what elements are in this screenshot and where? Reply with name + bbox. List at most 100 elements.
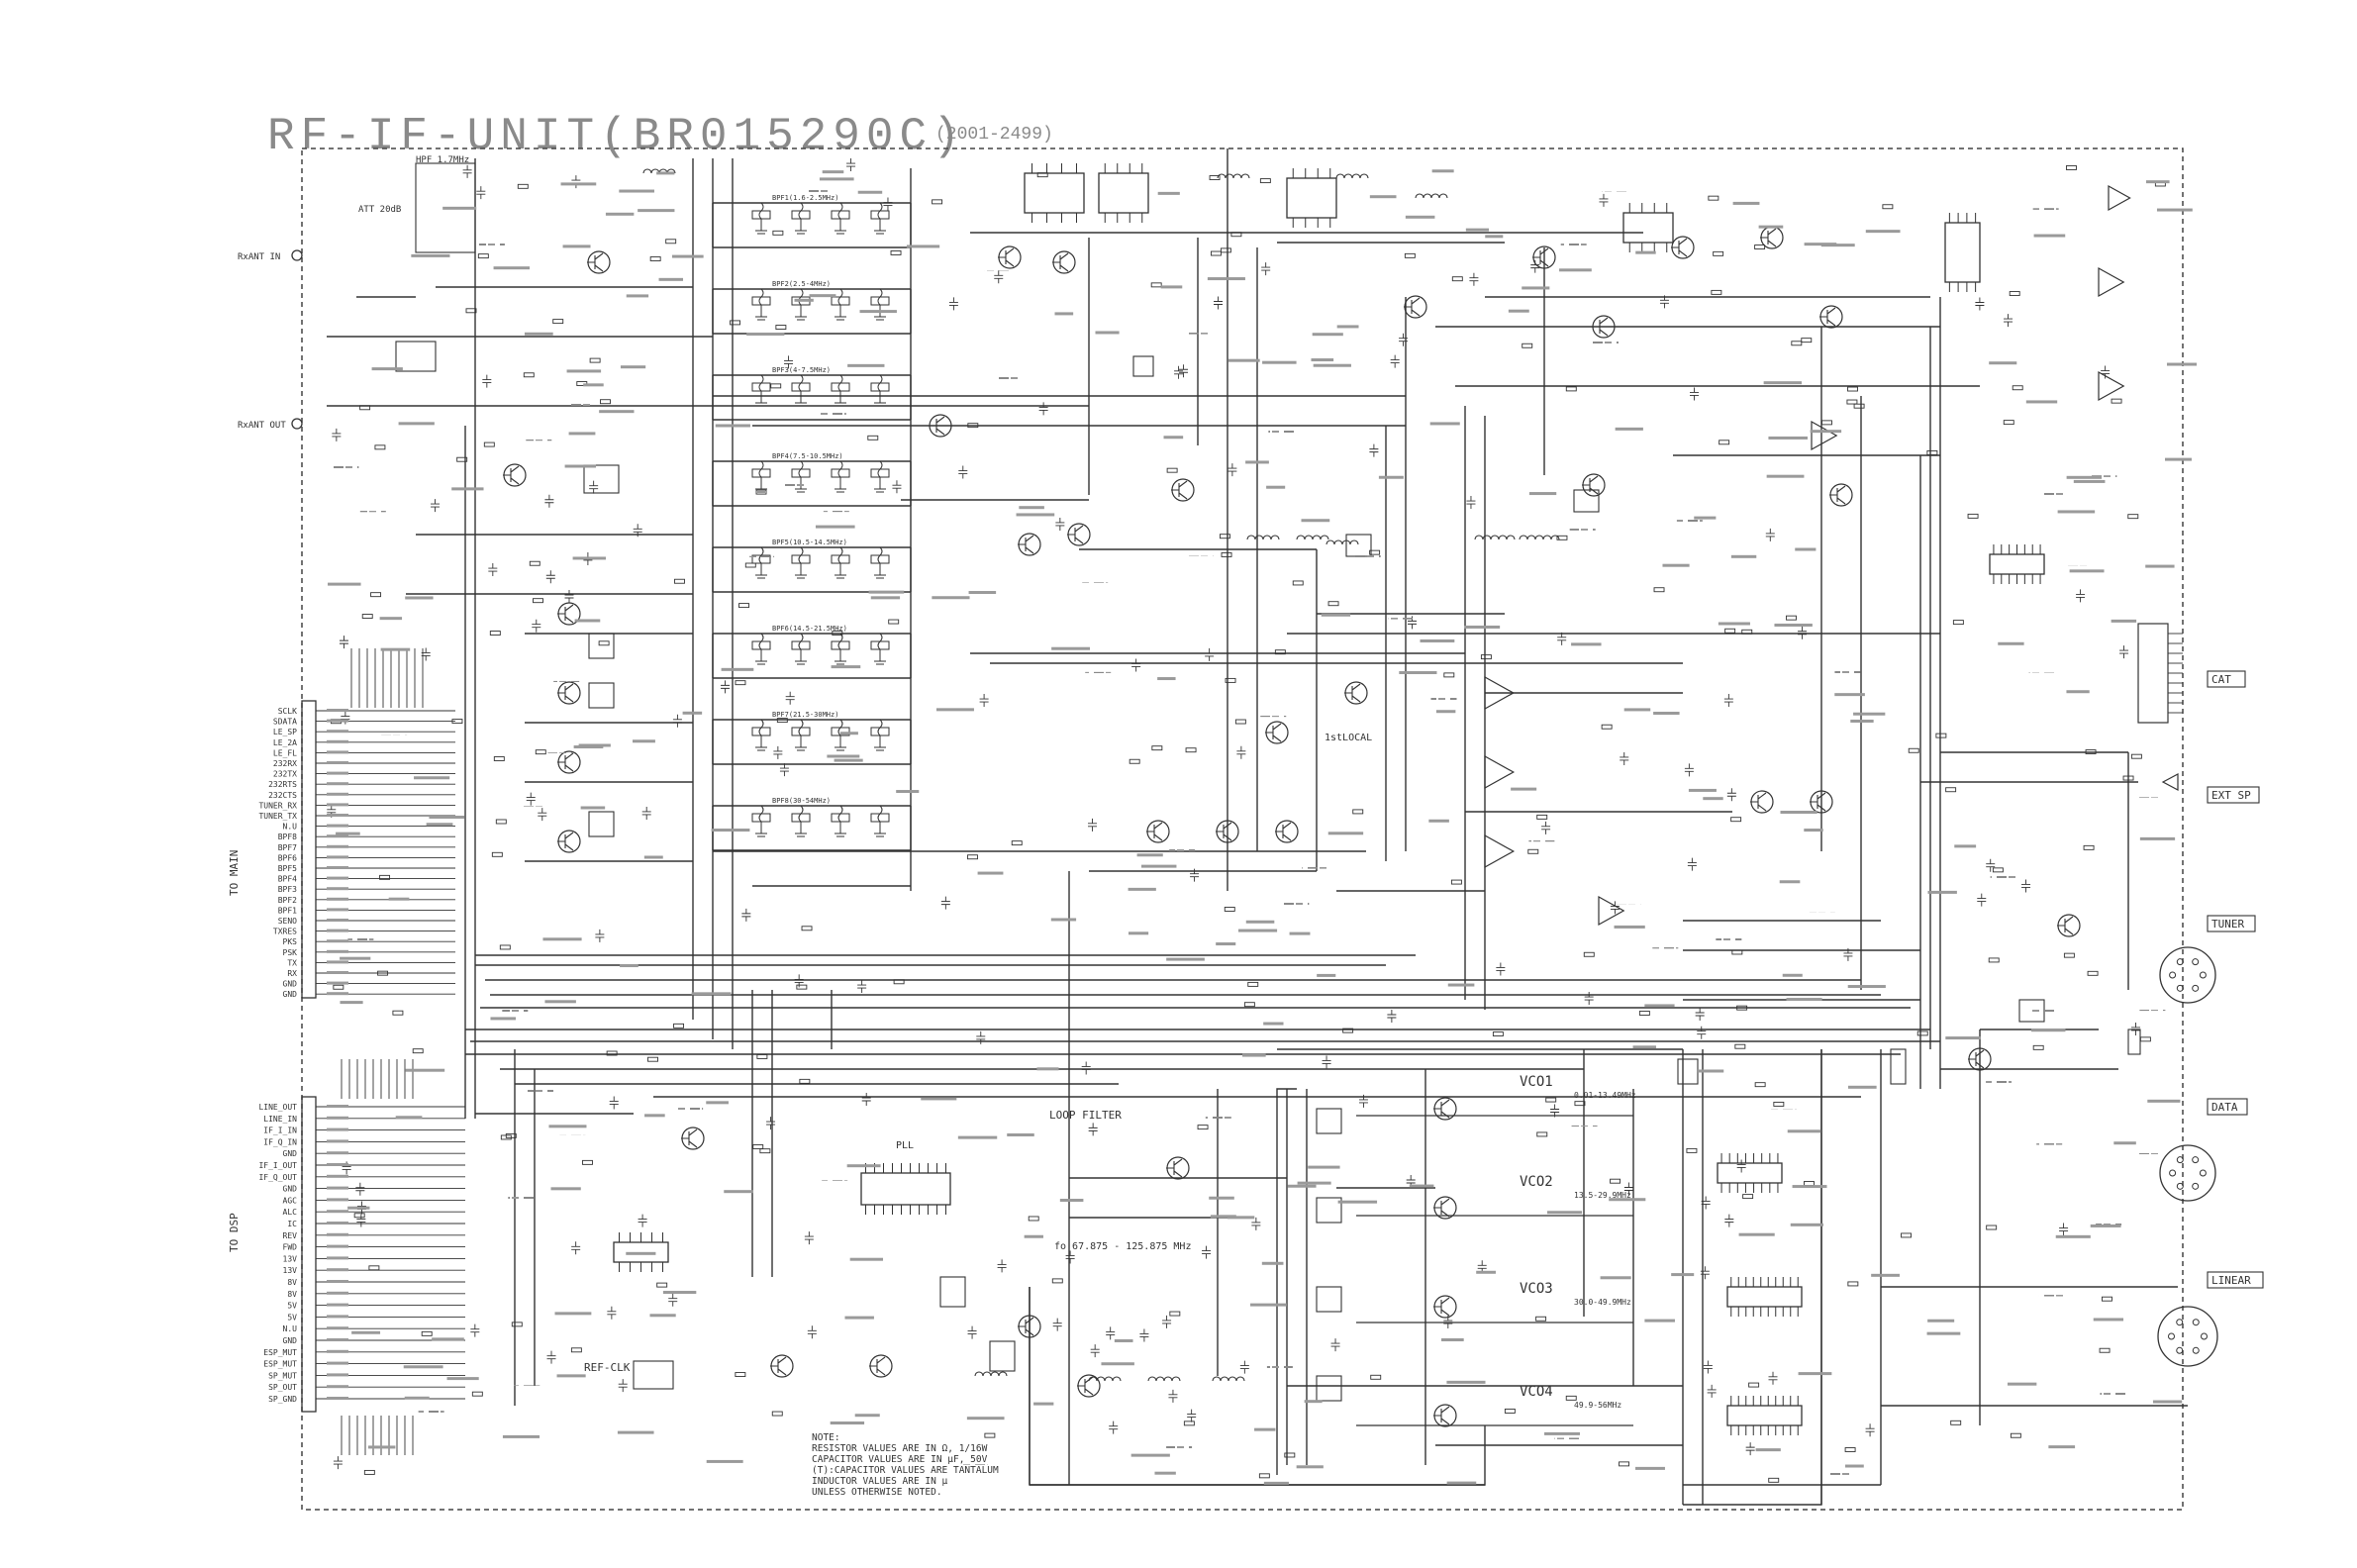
bus-bottom-pin: 8V <box>287 1278 297 1287</box>
bus-top-pin: BPF7 <box>278 843 297 852</box>
note-line: CAPACITOR VALUES ARE IN µF, 50V <box>812 1454 988 1465</box>
vco-range: 30.0-49.9MHz <box>1574 1298 1631 1307</box>
bus-bottom-pin: GND <box>283 1336 298 1345</box>
components <box>327 158 2166 1483</box>
bus-bottom-pin: IF_I_OUT <box>258 1161 297 1170</box>
bus-top-pin: 232TX <box>273 770 297 779</box>
bus-bottom-pin: ESP_MUT <box>263 1348 297 1357</box>
bus-bottom-pin: N.U <box>283 1324 298 1333</box>
bus-top-pin: GND <box>283 990 298 999</box>
bus-top-pin: RX <box>287 969 297 978</box>
bus-bottom-pin: IF_Q_IN <box>263 1137 297 1146</box>
bpf-label: BPF3(4-7.5MHz) <box>772 366 831 374</box>
bus-top-pin: TXRES <box>273 928 297 936</box>
att-label: ATT 20dB <box>358 205 401 215</box>
bus-bottom-pin: GND <box>283 1185 298 1194</box>
note-line: RESISTOR VALUES ARE IN Ω, 1/16W <box>812 1443 988 1454</box>
vco-range: 49.9-56MHz <box>1574 1401 1621 1410</box>
freq-note: fo 67.875 - 125.875 MHz <box>1054 1241 1191 1252</box>
ref-clk-label: REF-CLK <box>584 1361 631 1374</box>
connector-data: DATA <box>2207 1098 2248 1116</box>
loop-filter-label: LOOP FILTER <box>1049 1109 1122 1122</box>
bus-bottom-pin: SP_MUT <box>268 1371 297 1380</box>
connector-label: LINEAR <box>2211 1274 2251 1287</box>
bus-top-pin: BPF3 <box>278 885 297 894</box>
vco-range: 13.5-29.9MHz <box>1574 1191 1631 1200</box>
bus-top-pin: TUNER_TX <box>258 812 297 821</box>
bus-top-pin: BPF8 <box>278 833 297 841</box>
svg-text:RxANT OUT: RxANT OUT <box>238 421 286 431</box>
bus-bottom-pin: ALC <box>283 1208 298 1217</box>
bus-top-pin: SCLK <box>278 707 297 716</box>
bus-bottom-pin: FWD <box>283 1243 298 1252</box>
connector-label: CAT <box>2211 673 2231 686</box>
vco-label: VCO3 <box>1520 1281 1553 1297</box>
antenna-jack-1: RxANT IN <box>238 249 303 262</box>
notes-block: NOTE:RESISTOR VALUES ARE IN Ω, 1/16WCAPA… <box>812 1432 999 1498</box>
bpf-label: BPF6(14.5-21.5MHz) <box>772 625 847 633</box>
bus-bottom-pin: SP_OUT <box>268 1383 297 1392</box>
bus-top-pin: GND <box>283 980 298 989</box>
first-local-label: 1stLOCAL <box>1325 733 1372 743</box>
bus-bottom-pin: 13V <box>283 1266 298 1275</box>
bus-top-pin: 232CTS <box>268 791 297 800</box>
vco-range: 0.01-13.49MHz <box>1574 1091 1636 1100</box>
connector-label: EXT SP <box>2211 789 2251 802</box>
left-connector-top: SCLKSDATALE_SPLE_2ALE_FL232RX232TX232RTS… <box>228 700 317 999</box>
bus-bottom-pin: GND <box>283 1149 298 1158</box>
hpf-label: HPF 1.7MHz <box>416 155 469 165</box>
vco-label: VCO2 <box>1520 1174 1553 1190</box>
bus-top-pin: SENO <box>278 917 297 926</box>
connector-ext-sp: EXT SP <box>2207 786 2260 804</box>
to-dsp-label: TO DSP <box>228 1213 241 1252</box>
vco-label: VCO1 <box>1520 1074 1553 1090</box>
component-labels <box>327 166 2198 1485</box>
bus-top-pin: PKS <box>283 937 298 946</box>
bus-top-pin: N.U <box>283 823 298 832</box>
bus-top-pin: PSK <box>283 948 298 957</box>
connector-label: DATA <box>2211 1101 2238 1114</box>
to-main-label: TO MAIN <box>228 850 241 896</box>
bus-bottom-pin: AGC <box>283 1196 298 1205</box>
bus-top-pin: BPF4 <box>278 875 297 884</box>
connector-label: TUNER <box>2211 918 2244 931</box>
bpf-label: BPF2(2.5-4MHz) <box>772 280 831 288</box>
note-line: (T):CAPACITOR VALUES ARE TANTALUM <box>812 1465 999 1476</box>
bus-top-pin: BPF2 <box>278 896 297 905</box>
bus-bottom-pin: 5V <box>287 1302 297 1311</box>
bus-bottom-pin: 13V <box>283 1254 298 1263</box>
bus-bottom-pin: LINE_IN <box>263 1115 297 1124</box>
bus-top-pin: 232RTS <box>268 780 297 789</box>
note-line: UNLESS OTHERWISE NOTED. <box>812 1487 942 1498</box>
bus-bottom-pin: ESP_MUT <box>263 1360 297 1369</box>
bus-top-pin: LE_FL <box>273 748 297 757</box>
antenna-jack-2: RxANT OUT <box>238 418 303 431</box>
board-outline <box>301 147 2184 1511</box>
bpf-label: BPF7(21.5-30MHz) <box>772 711 838 719</box>
bus-top-pin: LE_2A <box>273 738 297 747</box>
bpf-label: BPF1(1.6-2.5MHz) <box>772 194 838 202</box>
bus-bottom-pin: 5V <box>287 1313 297 1322</box>
bus-top-pin: TUNER_RX <box>258 801 297 810</box>
connector-cat: CAT <box>2207 670 2246 688</box>
left-connector-bottom: LINE_OUT LINE_IN IF_I_IN IF_Q_IN GND IF_I_OUT… <box>228 1096 317 1413</box>
page-title: RF-IF-UNIT(BR015290C) <box>267 111 966 162</box>
page-subtitle: (2001-2499) <box>935 125 1053 145</box>
note-line: INDUCTOR VALUES ARE IN µ <box>812 1476 948 1487</box>
bpf-label: BPF5(10.5-14.5MHz) <box>772 539 847 546</box>
bus-bottom-pin: LINE_OUT <box>258 1103 297 1112</box>
bus-top-pin: BPF5 <box>278 864 297 873</box>
bus-top-pin: BPF6 <box>278 853 297 862</box>
connector-tuner: TUNER <box>2207 915 2256 932</box>
bpf-label: BPF8(30-54MHz) <box>772 797 831 805</box>
vco-label: VCO4 <box>1520 1384 1553 1400</box>
note-line: NOTE: <box>812 1432 840 1443</box>
bus-top-pin: TX <box>287 958 297 967</box>
bus-bottom-pin: IC <box>287 1220 297 1228</box>
bus-bottom-pin: REV <box>283 1231 298 1240</box>
svg-text:RxANT IN: RxANT IN <box>238 252 280 262</box>
bus-top-pin: 232RX <box>273 759 297 768</box>
wiring <box>316 148 2188 1506</box>
bus-bottom-pin: IF_I_IN <box>263 1127 297 1135</box>
